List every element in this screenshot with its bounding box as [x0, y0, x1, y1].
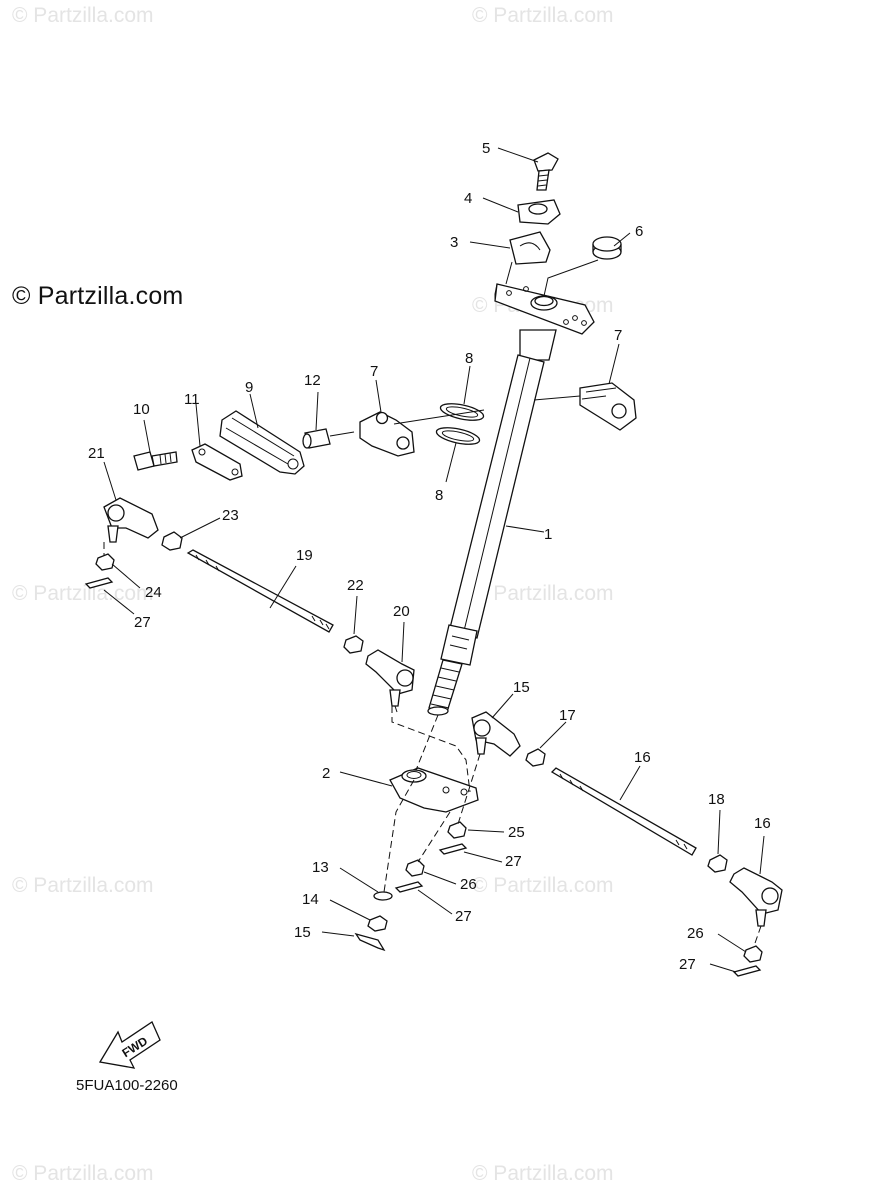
bolt-part[interactable] [133, 451, 178, 471]
tie-rod-end-part[interactable] [471, 711, 521, 757]
callout-24: 22 [347, 577, 364, 594]
handlebar-holder-upper-part[interactable] [517, 199, 561, 225]
callout-4: 4 [464, 190, 472, 207]
callout-15: 15 [294, 924, 311, 941]
callout-8: 8 [465, 350, 473, 367]
watermark: © Partzilla.com [472, 1162, 614, 1185]
callout-1: 1 [544, 526, 552, 543]
nut-part[interactable] [525, 748, 546, 767]
cotter-pin-part[interactable] [438, 843, 468, 855]
callout-3: 3 [450, 234, 458, 251]
watermark: © Partzilla.com [472, 4, 614, 27]
callout-27: 27 [505, 853, 522, 870]
lock-washer-part[interactable] [191, 443, 243, 481]
tie-rod-end-part[interactable] [365, 649, 415, 707]
cotter-pin-part[interactable] [354, 932, 386, 952]
callout-26: 26 [460, 876, 477, 893]
callout-22: 20 [393, 603, 410, 620]
watermarks: © Partzilla.com © Partzilla.com © Partzi… [12, 4, 614, 1185]
tie-rod-part[interactable] [550, 767, 697, 856]
callout-8: 8 [435, 487, 443, 504]
nut-part[interactable] [343, 635, 364, 654]
pitman-arm-part[interactable] [389, 767, 479, 813]
tie-rod-end-part[interactable] [729, 867, 783, 927]
callout-27: 27 [455, 908, 472, 925]
callout-27: 27 [134, 614, 151, 631]
tie-rod-end-part[interactable] [103, 497, 159, 543]
watermark: © Partzilla.com [472, 874, 614, 897]
callout-9: 9 [245, 379, 253, 396]
watermark: © Partzilla.com [12, 4, 154, 27]
castle-nut-part[interactable] [405, 859, 425, 877]
callout-11: 11 [184, 391, 200, 408]
callout-7: 7 [370, 363, 378, 380]
watermark: © Partzilla.com [12, 582, 154, 605]
handlebar-holder-lower-part[interactable] [509, 231, 551, 265]
callout-10: 10 [133, 401, 150, 418]
callout-14: 14 [302, 891, 319, 908]
bracket-plate-part[interactable] [219, 410, 305, 475]
forward-direction-badge: FWD [98, 1021, 161, 1069]
callout-23: 21 [88, 445, 105, 462]
cotter-pin-part[interactable] [394, 881, 424, 893]
callout-7: 7 [614, 327, 622, 344]
callout-18: 16 [754, 815, 771, 832]
washer-part[interactable] [373, 891, 393, 901]
callout-21: 19 [296, 547, 313, 564]
castle-nut-part[interactable] [95, 553, 115, 571]
callout-25: 23 [222, 507, 239, 524]
collar-part[interactable] [302, 428, 331, 449]
bolt-part[interactable] [533, 152, 559, 191]
cotter-pin-part[interactable] [84, 577, 114, 589]
callout-19: 17 [559, 707, 576, 724]
tie-rod-part[interactable] [186, 549, 334, 633]
nut-part[interactable] [707, 854, 728, 873]
watermark: © Partzilla.com [472, 582, 614, 605]
column-bushing-part[interactable] [359, 411, 415, 457]
column-bushing-part[interactable] [579, 382, 637, 431]
oil-seal-part[interactable] [435, 425, 481, 448]
callout-5: 5 [482, 140, 490, 157]
callout-16: 16 [634, 749, 651, 766]
steering-column-part[interactable] [427, 283, 595, 716]
castle-nut-part[interactable] [743, 945, 763, 963]
diagram-code: 5FUA100-2260 [76, 1077, 178, 1094]
callouts: 5 4 3 6 7 7 8 8 9 10 11 12 1 21 23 19 24… [88, 140, 771, 973]
oil-seal-part[interactable] [439, 401, 485, 424]
callout-6: 6 [635, 223, 643, 240]
leader-lines [103, 147, 765, 973]
watermark: © Partzilla.com [12, 1162, 154, 1185]
nut-part[interactable] [161, 531, 183, 551]
callout-20: 18 [708, 791, 725, 808]
cotter-pin-part[interactable] [732, 965, 762, 977]
castle-nut-part[interactable] [447, 821, 467, 839]
brand-watermark: © Partzilla.com [12, 282, 184, 310]
callout-26: 26 [687, 925, 704, 942]
callout-27: 27 [679, 956, 696, 973]
watermark: © Partzilla.com [12, 874, 154, 897]
callout-26: 25 [508, 824, 525, 841]
callout-13: 13 [312, 859, 329, 876]
callout-26: 24 [145, 584, 162, 601]
assembly-lines [103, 542, 762, 947]
callout-12: 12 [304, 372, 321, 389]
callout-2: 2 [322, 765, 330, 782]
nut-part[interactable] [367, 915, 388, 932]
callout-17: 15 [513, 679, 530, 696]
cap-part[interactable] [592, 236, 622, 260]
